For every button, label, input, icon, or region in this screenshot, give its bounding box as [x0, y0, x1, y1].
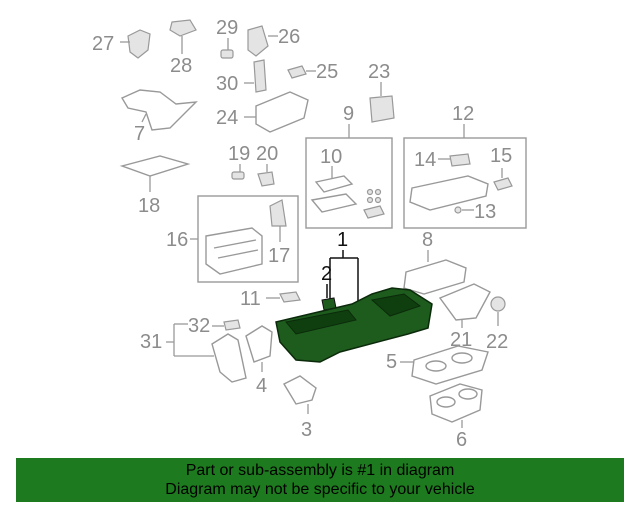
callout-4: 4 [256, 375, 267, 397]
callout-10: 10 [320, 146, 342, 168]
callout-22: 22 [486, 331, 508, 353]
callout-24: 24 [216, 107, 238, 129]
part-20-bulb-socket[interactable] [257, 164, 275, 187]
callout-8: 8 [422, 229, 433, 251]
part-26-knob-cover[interactable] [247, 25, 278, 57]
callout-5: 5 [386, 351, 397, 373]
callout-25: 25 [316, 61, 338, 83]
part-10-tray[interactable] [310, 166, 358, 213]
part-13-screw[interactable] [454, 206, 474, 214]
part-30-shift-rod[interactable] [244, 59, 267, 93]
part-4-bracket[interactable] [245, 325, 273, 372]
callout-16: 16 [166, 229, 188, 251]
part-24-shift-panel[interactable] [244, 91, 309, 133]
part-22-knob[interactable] [490, 296, 506, 326]
part-2-cap[interactable] [321, 284, 337, 311]
callout-11: 11 [240, 288, 261, 310]
part-18-tray-mat[interactable] [119, 155, 191, 192]
callout-15: 15 [490, 145, 512, 167]
callout-3: 3 [301, 419, 312, 441]
part-8-armrest[interactable] [403, 250, 467, 295]
callout-20: 20 [256, 143, 278, 165]
leader-31 [166, 323, 214, 357]
group-box-12 [403, 137, 527, 229]
callout-29: 29 [216, 17, 238, 39]
part-6-cup-holder[interactable] [429, 383, 483, 428]
part-31-side-panel[interactable] [211, 333, 247, 383]
callout-1: 1 [337, 229, 348, 251]
callout-14: 14 [414, 149, 436, 171]
part-28-button[interactable] [169, 19, 197, 54]
callout-17: 17 [268, 245, 290, 267]
part-32-clip[interactable] [212, 319, 241, 331]
part-9-screws[interactable] [363, 188, 385, 219]
part-14-latch[interactable] [438, 153, 471, 167]
part-23-switch[interactable] [369, 82, 395, 123]
callout-13: 13 [474, 201, 496, 223]
callout-19: 19 [228, 143, 250, 165]
callout-18: 18 [138, 195, 160, 217]
part-16-storage-bin[interactable] [205, 227, 263, 275]
banner-line-2: Diagram may not be specific to your vehi… [165, 481, 475, 498]
callout-31: 31 [140, 331, 162, 353]
callout-27: 27 [92, 33, 114, 55]
part-3-bracket[interactable] [283, 375, 317, 414]
callout-2: 2 [321, 263, 332, 285]
callout-6: 6 [456, 429, 467, 451]
callout-26: 26 [278, 26, 300, 48]
parts-diagram: 27 28 29 26 30 25 23 7 24 [92, 17, 527, 451]
part-15-cap[interactable] [493, 168, 513, 191]
part-7-shift-lever[interactable] [120, 89, 198, 131]
part-17-bracket[interactable] [269, 199, 287, 242]
part-27-shift-knob[interactable] [120, 29, 151, 59]
part-5-cup-holder-plate[interactable] [400, 345, 489, 385]
callout-32: 32 [188, 315, 210, 337]
callout-30: 30 [216, 73, 238, 95]
part-12-armrest-lid[interactable] [409, 175, 489, 211]
group-box-9 [305, 137, 393, 229]
callout-28: 28 [170, 55, 192, 77]
part-11-clip[interactable] [266, 291, 301, 303]
callout-21: 21 [450, 329, 472, 351]
part-1-center-console[interactable] [275, 287, 433, 363]
callout-23: 23 [368, 61, 390, 83]
group-box-16 [197, 195, 299, 283]
part-21-panel[interactable] [438, 283, 491, 328]
banner-line-1: Part or sub-assembly is #1 in diagram [185, 462, 455, 479]
info-banner: Part or sub-assembly is #1 in diagram Di… [16, 458, 624, 502]
part-29-clip[interactable] [220, 38, 234, 59]
callout-9: 9 [343, 103, 354, 125]
callout-7: 7 [134, 123, 145, 145]
part-19-pin[interactable] [231, 164, 245, 180]
part-25-clip[interactable] [287, 65, 316, 79]
callout-12: 12 [452, 103, 474, 125]
